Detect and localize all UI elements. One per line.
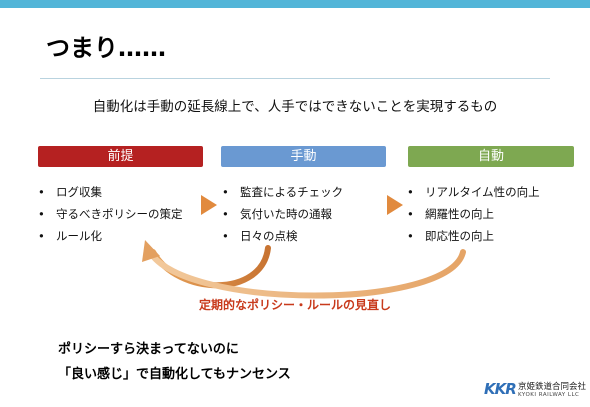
long-feedback-curve [147, 249, 466, 299]
premise-header: 前提 [38, 146, 203, 167]
list-item: 気付いた時の通報 [220, 207, 343, 229]
list-item: 網羅性の向上 [405, 207, 540, 229]
manual-header: 手動 [221, 146, 386, 167]
list-item: 即応性の向上 [405, 229, 540, 251]
short-feedback-curve [150, 245, 271, 289]
list-item: ルール化 [36, 229, 183, 251]
manual-list: 監査によるチェック 気付いた時の通報 日々の点検 [220, 185, 343, 251]
company-logo: KKR 京姫鉄道合同会社 KYOKI RAILWAY LLC [484, 378, 588, 404]
slide-title: つまり…… [46, 34, 166, 62]
logo-mark: KKR [484, 380, 517, 398]
list-item: リアルタイム性の向上 [405, 185, 540, 207]
list-item: 守るべきポリシーの策定 [36, 207, 183, 229]
list-item: 監査によるチェック [220, 185, 343, 207]
title-divider [40, 78, 550, 79]
auto-header: 自動 [408, 146, 574, 167]
logo-name-ja: 京姫鉄道合同会社 [518, 382, 587, 392]
slide-subtitle: 自動化は手動の延長線上で、人手ではできないことを実現するもの [92, 99, 498, 115]
flow-arrow-right-icon [387, 195, 403, 215]
premise-list: ログ収集 守るべきポリシーの策定 ルール化 [36, 185, 183, 251]
auto-list: リアルタイム性の向上 網羅性の向上 即応性の向上 [405, 185, 540, 251]
flow-arrow-right-icon [201, 195, 217, 215]
list-item: 日々の点検 [220, 229, 343, 251]
cycle-label: 定期的なポリシー・ルールの見直し [198, 298, 391, 312]
list-item: ログ収集 [36, 185, 183, 207]
conclusion-line-2: 「良い感じ」で自動化してもナンセンス [58, 367, 291, 382]
conclusion-line-1: ポリシーすら決まってないのに [58, 342, 239, 357]
logo-name-en: KYOKI RAILWAY LLC [518, 392, 580, 398]
top-accent-bar [0, 0, 590, 8]
